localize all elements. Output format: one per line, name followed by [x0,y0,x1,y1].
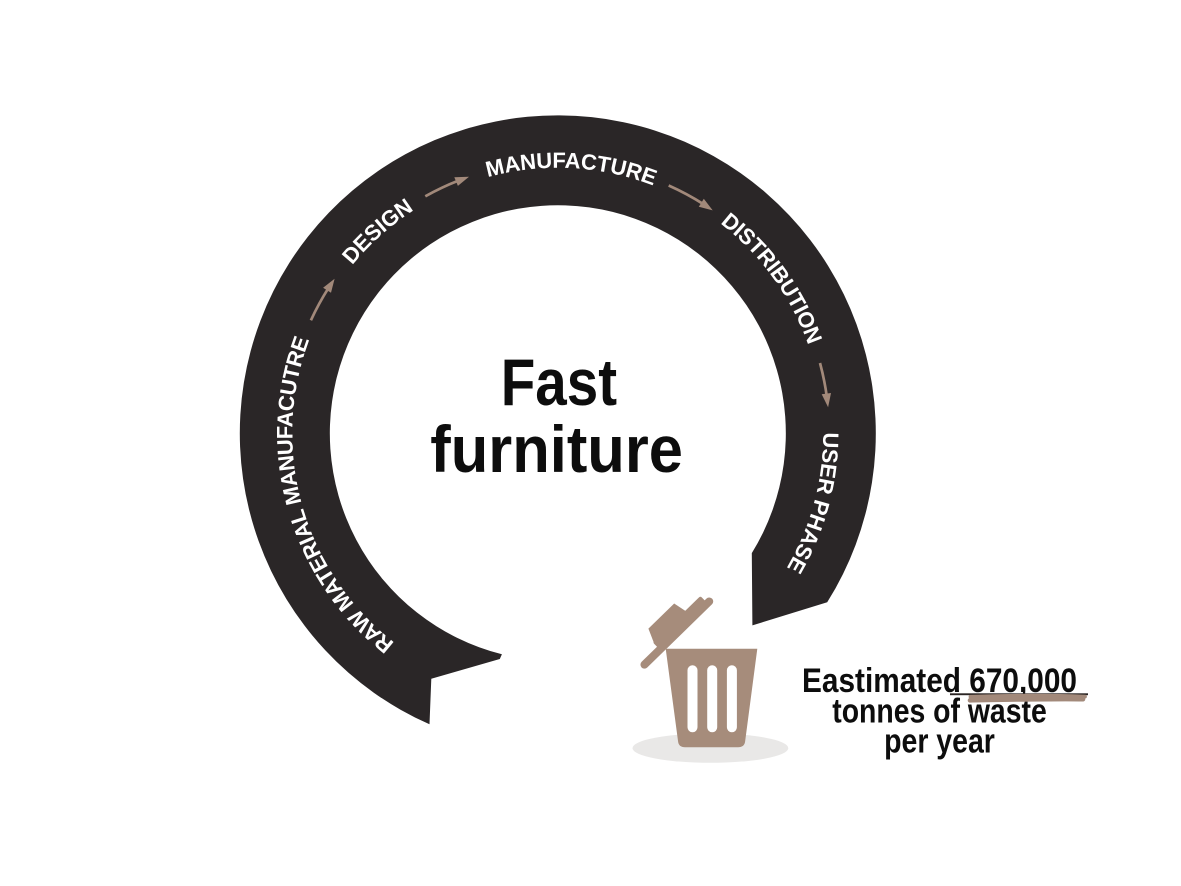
svg-text:Fast: Fast [501,345,617,419]
svg-text:furniture: furniture [430,412,683,486]
svg-text:per year: per year [884,723,995,761]
